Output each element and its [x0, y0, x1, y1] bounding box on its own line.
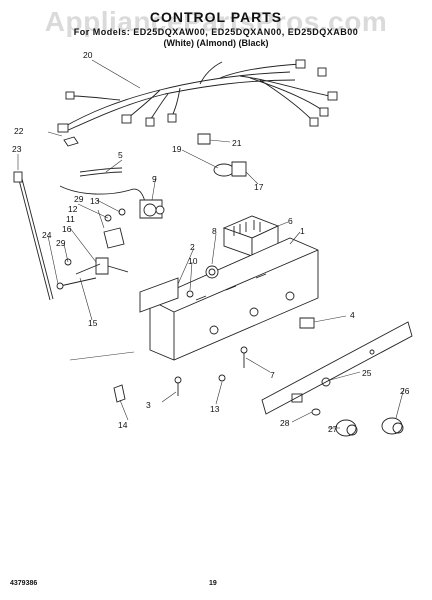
- callout-4: 4: [350, 310, 355, 320]
- part-11-bracket: [103, 227, 125, 249]
- leader-lines: [17, 59, 405, 429]
- callout-22: 22: [14, 126, 24, 136]
- callout-29-lower: 29: [56, 238, 66, 248]
- callout-19: 19: [172, 144, 182, 154]
- callout-12: 12: [68, 204, 78, 214]
- part-16-switch: [95, 257, 129, 275]
- part-14-clip: [113, 384, 126, 403]
- part-21-connector: [197, 133, 211, 145]
- callout-2: 2: [190, 242, 195, 252]
- part-8-grommet: [205, 265, 219, 279]
- part-20-wire-harness: [57, 59, 338, 133]
- callout-1: 1: [300, 226, 305, 236]
- callout-6: 6: [288, 216, 293, 226]
- callout-14: 14: [118, 420, 128, 430]
- part-23-rod: [13, 171, 54, 301]
- model-list: For Models: ED25DQXAW00, ED25DQXAN00, ED…: [73, 27, 359, 37]
- part-7-pin: [240, 346, 248, 368]
- callout-11: 11: [66, 214, 75, 224]
- callout-21: 21: [232, 138, 242, 148]
- document-number: 4379386: [10, 580, 38, 587]
- callout-13-upper: 13: [90, 196, 100, 206]
- part-2-bracket: [139, 277, 179, 313]
- callout-8: 8: [212, 226, 217, 236]
- callout-labels: 20 22 23 5 9 21 19 17 6 1 8 2 10 13 29 1…: [12, 50, 410, 434]
- callout-3: 3: [146, 400, 151, 410]
- callout-23: 23: [12, 144, 22, 154]
- page-number: 19: [209, 580, 217, 587]
- callout-7: 7: [270, 370, 275, 380]
- callout-15: 15: [88, 318, 98, 328]
- part-4-clip: [299, 317, 315, 329]
- part-24-knob-shaft: [56, 277, 97, 290]
- callout-28: 28: [280, 418, 290, 428]
- part-10-screw: [186, 290, 194, 298]
- callout-26: 26: [400, 386, 410, 396]
- part-13-screw-upper: [118, 208, 126, 216]
- callout-5: 5: [118, 150, 123, 160]
- part-13-screw-lower: [218, 374, 226, 382]
- part-15-shaft: [75, 263, 101, 275]
- callout-16: 16: [62, 224, 72, 234]
- part-6-control-assembly: [222, 215, 280, 257]
- callout-20: 20: [83, 50, 93, 60]
- callout-25: 25: [362, 368, 372, 378]
- part-17-lamp-socket: [213, 161, 247, 177]
- part-9-damper-control: [59, 185, 165, 219]
- callout-24: 24: [42, 230, 52, 240]
- color-variants: (White) (Almond) (Black): [163, 38, 269, 48]
- part-3-screw: [174, 376, 182, 396]
- callout-17: 17: [254, 182, 264, 192]
- part-22-clip: [63, 136, 79, 147]
- part-28-washer: [311, 408, 321, 416]
- callout-10: 10: [188, 256, 198, 266]
- callout-13-lower: 13: [210, 404, 220, 414]
- page-title: CONTROL PARTS: [149, 9, 283, 25]
- part-26-knob: [381, 417, 404, 435]
- callout-29-upper: 29: [74, 194, 84, 204]
- part-5-tube: [79, 167, 123, 177]
- part-25-control-panel: [261, 321, 413, 415]
- callout-27: 27: [328, 424, 338, 434]
- callout-9: 9: [152, 174, 157, 184]
